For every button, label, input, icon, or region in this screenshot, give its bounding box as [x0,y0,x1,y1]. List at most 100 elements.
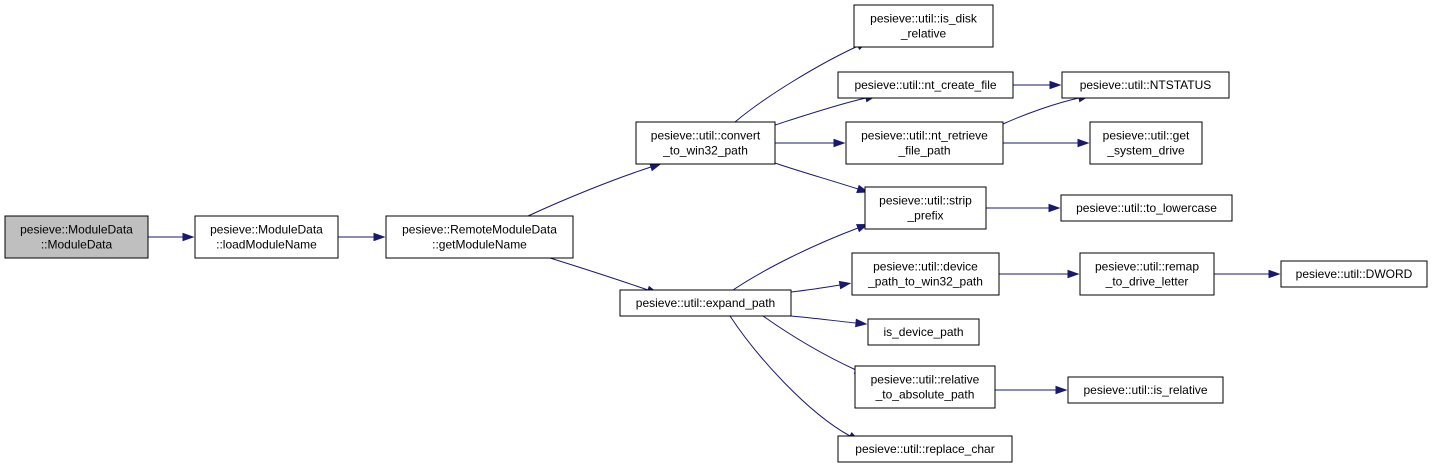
node-label: pesieve::util::is_disk [870,12,978,26]
arrowhead-icon [1268,269,1281,279]
arrowhead-icon [1055,385,1068,395]
node-label: pesieve::util::convert [651,129,761,143]
arrowhead-icon [182,232,195,242]
node-label: pesieve::util::strip [879,194,972,208]
node-label: pesieve::util::device [873,260,978,274]
node-label: pesieve::RemoteModuleData [402,223,557,237]
node-remap[interactable]: pesieve::util::remap_to_drive_letter [1079,252,1215,296]
node-box [385,215,574,259]
edge-line [549,257,649,291]
node-label: pesieve::util::NTSTATUS [1080,78,1212,92]
node-lower[interactable]: pesieve::util::to_lowercase [1060,194,1233,222]
node-box [837,71,1014,99]
edge-nt_retrieve-to-ntstatus [1002,93,1091,125]
node-label: _file_path [897,144,950,158]
node-convert[interactable]: pesieve::util::convert_to_win32_path [635,121,776,165]
node-box [864,186,987,230]
edge-remap-to-dword [1214,269,1281,279]
node-box [1079,252,1215,296]
node-label: is_device_path [883,325,963,339]
arrowhead-icon [373,232,386,242]
edge-expand-to-is_device [790,315,868,328]
node-label: pesieve::util::nt_create_file [854,78,996,92]
node-label: _to_win32_path [662,144,748,158]
node-replace-char[interactable]: pesieve::util::replace_char [837,435,1013,463]
node-device-path[interactable]: pesieve::util::device_path_to_win32_path [851,252,1000,296]
arrowhead-icon [1077,138,1090,148]
edge-nt_retrieve-to-sys_drive [1003,138,1090,148]
edge-line [774,162,859,190]
edge-nt_create-to-ntstatus [1013,80,1062,90]
node-box [194,215,339,259]
node-nt-retrieve[interactable]: pesieve::util::nt_retrieve_file_path [845,121,1004,165]
node-is-device[interactable]: is_device_path [867,318,980,346]
node-box [4,215,149,259]
edge-expand-to-replace_char [729,315,861,442]
node-box [837,435,1013,463]
edge-strip-to-lower [986,203,1061,213]
node-rmd-get[interactable]: pesieve::RemoteModuleData::getModuleName [385,215,574,259]
node-box [1061,71,1230,99]
node-rel-abs[interactable]: pesieve::util::relative_to_absolute_path [854,365,996,409]
node-is-rel[interactable]: pesieve::util::is_relative [1067,376,1224,404]
node-label: ::ModuleData [41,238,113,252]
node-box [854,365,996,409]
edge-line [527,166,652,217]
node-label: ::getModuleName [432,238,527,252]
node-box [867,318,980,346]
node-label: _path_to_win32_path [867,275,983,289]
edge-device_path-to-remap [999,269,1080,279]
node-label: pesieve::ModuleData [210,223,323,237]
node-label: pesieve::util::to_lowercase [1076,201,1217,215]
edge-line [790,284,841,293]
node-box [1280,260,1428,288]
node-label: _system_drive [1106,144,1185,158]
edge-expand-to-rel_abs [762,315,867,375]
node-nt-create[interactable]: pesieve::util::nt_create_file [837,71,1014,99]
node-box [1089,121,1203,165]
node-label: _prefix [906,209,943,223]
node-box [845,121,1004,165]
node-dword[interactable]: pesieve::util::DWORD [1280,260,1428,288]
call-graph-nodes: pesieve::ModuleData::ModuleDatapesieve::… [4,4,1428,463]
edge-expand-to-device_path [790,280,852,293]
edge-convert-to-nt_create [774,93,878,126]
node-md-load[interactable]: pesieve::ModuleData::loadModuleName [194,215,339,259]
node-label: pesieve::util::expand_path [636,296,775,310]
edge-line [774,97,867,126]
node-expand[interactable]: pesieve::util::expand_path [619,289,792,317]
edge-rmd_get-to-expand [549,257,659,294]
edge-expand-to-strip [732,223,869,291]
arrowhead-icon [838,280,852,290]
node-md-ctor: pesieve::ModuleData::ModuleData [4,215,149,259]
node-box [851,252,1000,296]
edge-rmd_get-to-convert [527,163,662,217]
edge-line [790,315,857,324]
arrowhead-icon [1048,203,1061,213]
node-sys-drive[interactable]: pesieve::util::get_system_drive [1089,121,1203,165]
node-label: _relative [900,27,947,41]
node-box [1060,194,1233,222]
node-label: pesieve::util::nt_retrieve [861,129,988,143]
node-box [853,4,994,48]
arrowhead-icon [833,138,846,148]
node-label: pesieve::util::remap [1095,260,1199,274]
node-label: pesieve::util::DWORD [1296,267,1413,281]
edge-md_ctor-to-md_load [148,232,195,242]
edge-line [734,45,859,123]
node-is-disk-rel[interactable]: pesieve::util::is_disk_relative [853,4,994,48]
arrowhead-icon [1049,80,1062,90]
node-ntstatus[interactable]: pesieve::util::NTSTATUS [1061,71,1230,99]
arrowhead-icon [855,318,868,328]
node-label: pesieve::util::relative [871,373,980,387]
edge-line [732,227,859,291]
edge-convert-to-nt_retrieve [775,138,846,148]
node-label: pesieve::ModuleData [20,223,133,237]
node-strip[interactable]: pesieve::util::strip_prefix [864,186,987,230]
edge-convert-to-strip [774,162,869,193]
node-label: _to_drive_letter [1105,275,1189,289]
edge-line [729,315,851,437]
arrowhead-icon [649,163,662,172]
edge-line [762,315,857,371]
